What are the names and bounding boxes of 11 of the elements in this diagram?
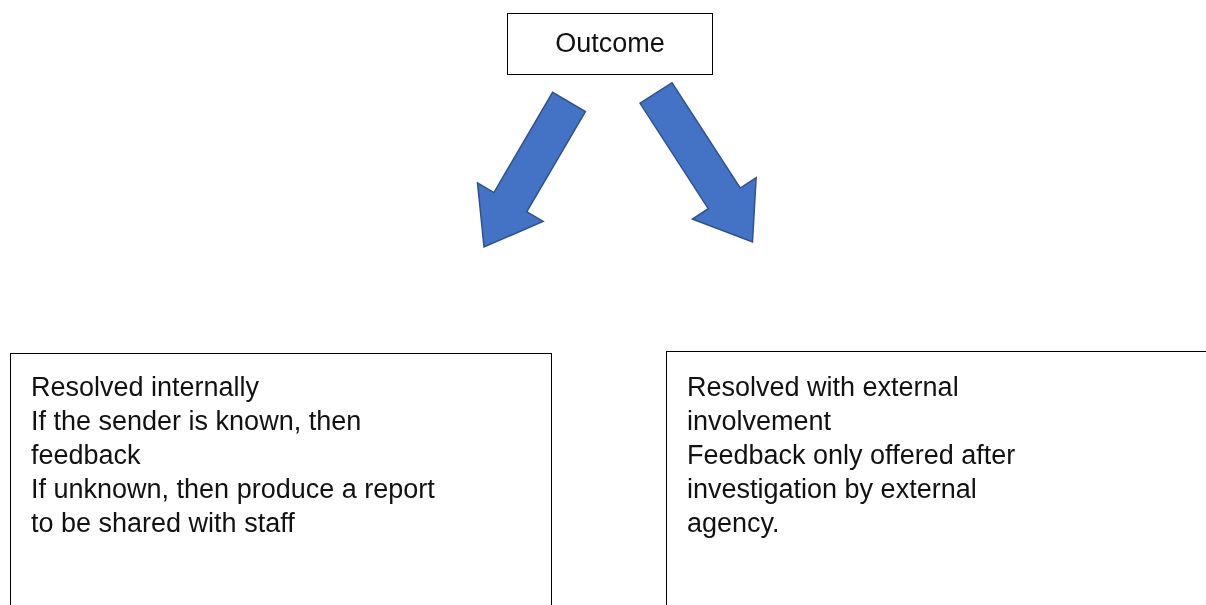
box-text: Resolved with external involvement (687, 371, 960, 438)
text-box (10, 353, 552, 605)
box-text: Resolved internally (31, 371, 261, 404)
box-text: If unknown, then produce a report to be shared with staff (31, 473, 436, 540)
text-box (507, 13, 713, 75)
block-arrow (476, 91, 587, 249)
text-box (666, 351, 1206, 605)
box-text: If the sender is known, then feedback (31, 405, 363, 472)
box-title: Outcome (554, 27, 666, 60)
box-text: Feedback only offered after investigation by external agency. (687, 439, 1017, 540)
block-arrow (639, 81, 757, 244)
